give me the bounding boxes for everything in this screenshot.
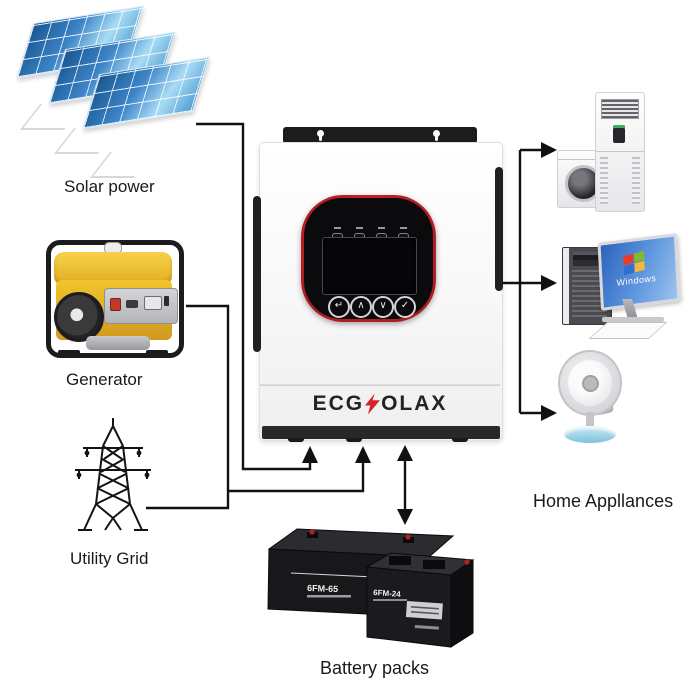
generator-label: Generator [66, 370, 143, 389]
arrow-up-battery [397, 445, 413, 461]
brand-text-suffix: OLAX [381, 392, 448, 415]
brand-logo: ECG OLAX [259, 392, 501, 416]
generator-foot [146, 350, 168, 356]
battery2-terminal [423, 560, 445, 569]
bracket-keyhole [433, 130, 440, 141]
tower-drive-bay [573, 252, 605, 266]
solar-to-inverter-line [196, 122, 312, 471]
ac-grille [601, 99, 639, 119]
generator-utility-line [146, 304, 230, 510]
arrow-right-fan [541, 405, 557, 421]
battery1-terminal [307, 532, 318, 538]
fan-neck [586, 412, 594, 428]
flag-yellow [634, 260, 645, 273]
generator-starter [54, 292, 104, 342]
monitor-base [602, 317, 664, 322]
battery2-marking [414, 625, 439, 630]
arrow-right-computer [541, 275, 557, 291]
generator-socket [144, 296, 162, 310]
battery-packs-icon: 6FM-65 6FM-24 [267, 528, 475, 648]
inverter-foot [288, 438, 304, 442]
battery2-side [450, 559, 474, 648]
utility-grid-tower-icon [75, 418, 151, 531]
battery1-model: 6FM-65 [307, 583, 338, 594]
inverter-bottom-strip [262, 426, 500, 439]
battery-led-icon [377, 227, 385, 229]
generator-icon [42, 238, 190, 364]
grid-branch-to-inverter-line [228, 462, 365, 493]
battery1-spec-line [307, 595, 351, 598]
battery2-model: 6FM-24 [373, 588, 402, 599]
generator-muffler [86, 336, 150, 350]
battery2-spec-box [405, 601, 443, 620]
enter-button: ↵ [328, 296, 350, 318]
inverter-mount-bracket [283, 127, 477, 144]
ac-side-vent [600, 157, 608, 205]
battery1-terminal [403, 537, 414, 543]
flag-blue [623, 263, 635, 276]
down-button: ∨ [372, 296, 394, 318]
inverter-seam-line [260, 384, 500, 386]
inverter-to-appliances-line [501, 148, 543, 415]
brand-text-prefix: ECG [312, 392, 365, 415]
battery2-spec-line [373, 599, 407, 601]
generator-outlet-red [110, 298, 121, 311]
fan-hub [582, 375, 599, 392]
battery2-spec-box-lines [410, 606, 439, 610]
battery1-terminal-cap [309, 529, 315, 535]
ac-mid-seam [596, 151, 644, 152]
battery2-terminal-cap [464, 559, 470, 565]
confirm-button: ✓ [394, 296, 416, 318]
computer-monitor-icon: Windows [597, 233, 681, 311]
inverter-side-accent-right [495, 167, 503, 291]
generator-switch [164, 296, 169, 306]
ac-led-icon [333, 227, 341, 229]
battery-packs-label: Battery packs [320, 658, 430, 678]
home-appliances-label: Home Appllances [533, 491, 674, 511]
utility-grid-label: Utility Grid [70, 549, 149, 568]
battery2-spec-box-lines [410, 611, 439, 615]
table-fan-icon [556, 350, 626, 454]
inverter-side-accent-left [253, 196, 261, 352]
generator-foot [58, 350, 80, 356]
up-button: ∧ [350, 296, 372, 318]
inverter-foot [452, 438, 468, 442]
monitor-screen-text: Windows [616, 272, 657, 288]
inverter-lcd-screen [322, 237, 417, 295]
ac-display [613, 125, 625, 143]
generator-socket [126, 300, 138, 308]
bracket-keyhole [317, 130, 324, 141]
windows-flag-icon [623, 250, 645, 276]
air-conditioner-icon [595, 92, 645, 212]
arrow-up-solar [302, 446, 318, 463]
lightning-bolt-icon [365, 393, 381, 415]
charge-led-icon [355, 227, 363, 229]
fault-led-icon [399, 227, 407, 229]
battery2-terminal [389, 556, 411, 565]
washer-top-panel [558, 159, 604, 160]
arrow-down-battery [397, 509, 413, 525]
ac-side-vent [632, 157, 640, 205]
solar-power-label: Solar power [64, 177, 155, 196]
arrow-up-grid [355, 446, 371, 463]
arrow-right-ac [541, 142, 557, 158]
fan-base [564, 426, 616, 443]
inverter-foot [346, 438, 362, 442]
battery1-terminal-cap [405, 534, 411, 540]
